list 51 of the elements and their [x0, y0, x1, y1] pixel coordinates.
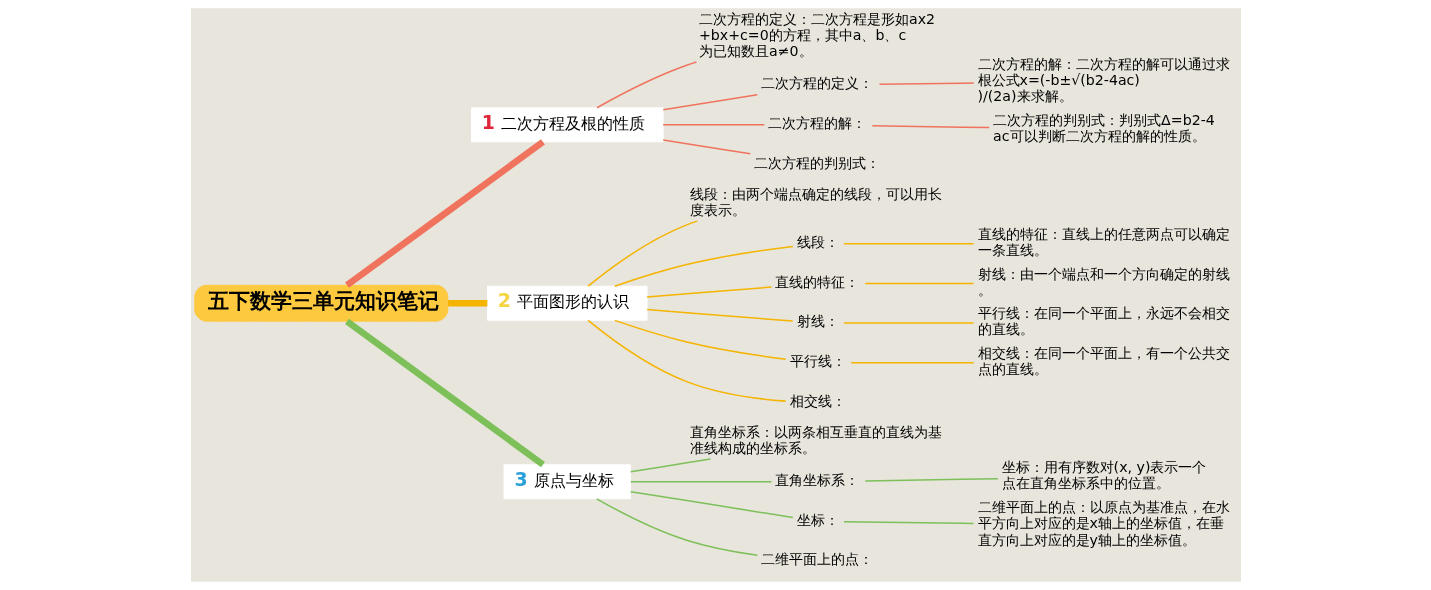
node-text: 平行线：在同一个平面上，永远不会相交的直线。	[977, 305, 1230, 338]
connector	[629, 490, 794, 519]
connector	[863, 478, 999, 482]
node-text: 相交线：在同一个平面上，有一个公共交点的直线。	[977, 345, 1230, 378]
connector	[586, 319, 786, 402]
node-text: 射线：	[796, 313, 839, 330]
node-box: 3 原点与坐标	[503, 464, 631, 500]
node-box: 1 二次方程及根的性质	[470, 107, 664, 143]
node-text: 直角坐标系：以两条相互垂直的直线为基准线构成的坐标系。	[690, 424, 943, 457]
node-text: 直角坐标系：	[774, 472, 859, 489]
connector	[662, 93, 758, 111]
node-text: 二次方程的解：二次方程的解可以通过求根公式x=(-b±√(b2-4ac))/(2a)来求解。	[977, 55, 1230, 104]
connector	[842, 243, 974, 245]
node-text: 二次方程的定义：二次方程是形如ax2+bx+c=0的方程，其中a、b、c为已知数且a≠0。	[698, 11, 935, 60]
connector	[629, 480, 772, 483]
connector	[662, 139, 751, 155]
node-text: 射线：由一个端点和一个方向确定的射线。	[977, 265, 1230, 298]
connector	[850, 362, 974, 364]
node-text: 线段：	[796, 234, 839, 251]
node-box: 2 平面图形的认识	[486, 285, 648, 321]
connector	[878, 82, 975, 86]
node-text: 相交线：	[789, 392, 846, 409]
connector	[871, 124, 990, 129]
node-text: 二维平面上的点：以原点为基准点，在水平方向上对应的是x轴上的坐标值，在垂直方向上对应的是y轴上的坐标值。	[977, 499, 1230, 548]
connector	[613, 245, 794, 287]
connector	[613, 319, 787, 360]
connector	[344, 139, 545, 288]
node-text: 坐标：	[796, 511, 839, 528]
connector	[661, 124, 765, 126]
connector	[595, 498, 758, 557]
node-text: 二次方程的解：	[767, 115, 866, 132]
node-text: 线段：由两个端点确定的线段，可以用长度表示。	[690, 186, 943, 219]
connector	[863, 282, 974, 285]
connector	[586, 220, 698, 287]
connector	[629, 458, 711, 473]
node-text: 平行线：	[789, 353, 846, 370]
node-text: 二次方程的定义：	[760, 75, 873, 92]
node-text: 二次方程的判别式：判别式Δ=b2-4ac可以判断二次方程的解的性质。	[992, 111, 1215, 144]
node-text: 直线的特征：	[774, 273, 859, 290]
connector	[842, 520, 974, 525]
node-text: 二次方程的判别式：	[753, 154, 880, 171]
node-text: 坐标：用有序数对(x, y)表示一个点在直角坐标系中的位置。	[1001, 459, 1206, 492]
node-box: 五下数学三单元知识笔记	[193, 284, 448, 322]
node-text: 二维平面上的点：	[760, 551, 873, 568]
connector	[344, 318, 545, 468]
connector	[645, 308, 793, 322]
connector	[447, 299, 487, 307]
node-text: 直线的特征：直线上的任意两点可以确定一条直线。	[977, 226, 1230, 259]
connector	[842, 322, 974, 324]
connector	[645, 286, 772, 298]
connector	[595, 61, 697, 109]
